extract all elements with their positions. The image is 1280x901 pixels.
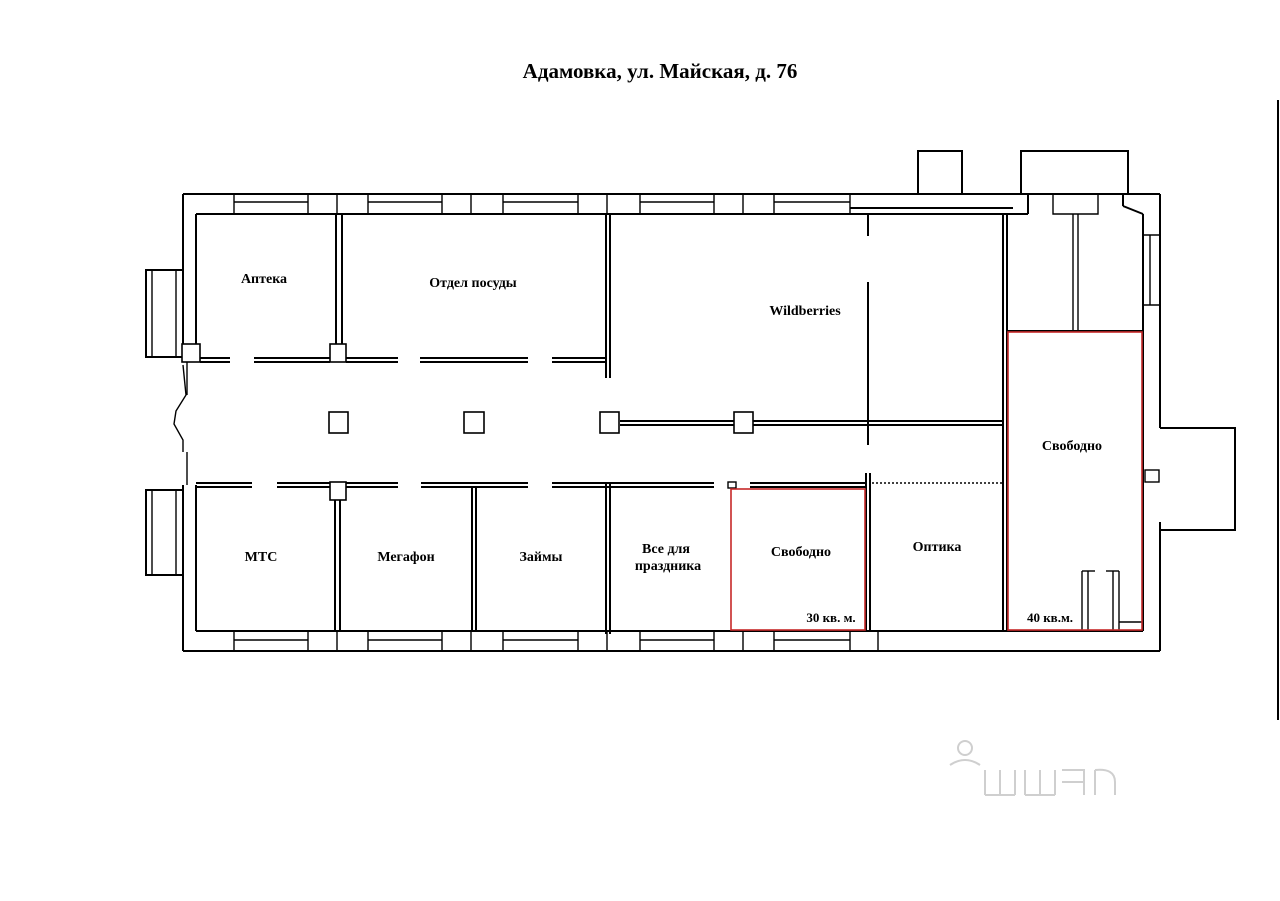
unit-label-vse-dlya-line2: праздника [635,559,701,574]
corridor-partitions [196,357,1003,489]
columns [181,343,754,501]
windows-bottom [233,631,879,651]
watermark-logo [949,740,1116,796]
unit-label-megafon: Мегафон [377,550,434,565]
unit-label-vse-dlya-line1: Все для [642,542,690,557]
windows-right [1143,234,1160,483]
free-unit-middle-outline [730,488,866,631]
unit-label-svobodno-right: Свободно [1042,439,1102,454]
unit-label-optika: Оптика [913,540,962,555]
unit-label-apteka: Аптека [241,272,287,287]
free-unit-right-outline [1007,331,1143,631]
unit-label-svobodno-middle: Свободно [771,545,831,560]
area-label-right: 40 кв.м. [1027,610,1073,625]
vertical-partitions [334,214,1143,634]
area-label-middle: 30 кв. м. [806,610,855,625]
unit-label-otdel-posudy: Отдел посуды [429,276,517,291]
plan-title: Адамовка, ул. Майская, д. 76 [523,59,798,83]
left-annex [145,269,188,576]
unit-label-zaimy: Займы [520,550,563,565]
windows-top [233,194,851,214]
right-annex [1160,427,1236,531]
top-annex [917,150,1129,331]
unit-label-mts: МТС [245,550,278,565]
unit-label-wildberries: Wildberries [769,304,841,319]
